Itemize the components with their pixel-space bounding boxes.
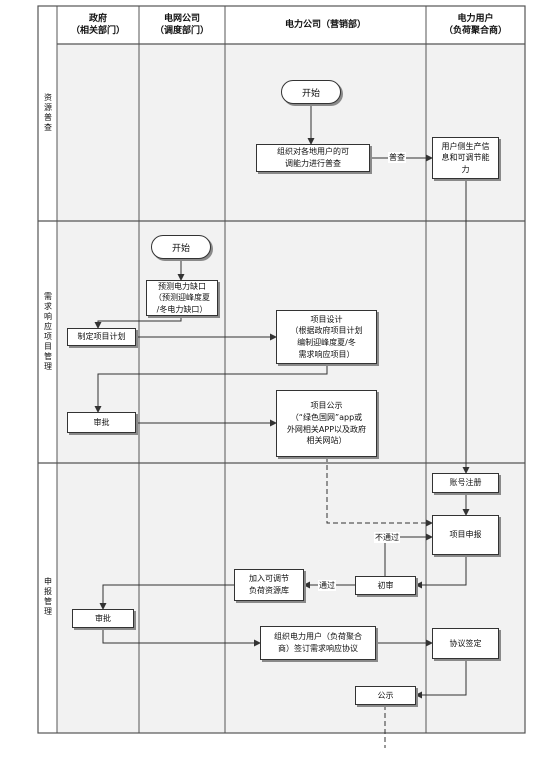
user-info-node: 用户侧生产信 息和可调节能 力 (432, 137, 499, 179)
edge-design-approve1 (94, 364, 328, 413)
design-node: 项目设计 （根据政府项目计划 编制迎峰度夏/冬 需求响应项目） (276, 310, 377, 364)
lane-1-background (57, 44, 525, 221)
approve-node-2: 审批 (72, 609, 134, 628)
column-header-government: 政府 （相关部门） (70, 13, 125, 36)
column-header-power-company: 电力公司（营销部） (284, 19, 366, 30)
column-header-grid-company: 电网公司 （调度部门） (154, 13, 209, 36)
swimlane-grid (37, 5, 526, 734)
edge-agreement-announce (415, 659, 467, 699)
predict-node: 预测电力缺口 （预测迎峰度夏 /冬电力缺口） (146, 280, 218, 316)
apply-node: 项目申报 (432, 515, 499, 555)
column-header-power-user: 电力用户 （负荷聚合商） (443, 13, 507, 36)
edge-approve2-sign (102, 628, 261, 647)
review-node: 初审 (355, 576, 416, 595)
announce-node: 公示 (355, 686, 416, 705)
edge-label-survey: 普查 (388, 152, 406, 163)
edge-addlib-approve2 (99, 584, 234, 610)
lane-label-resource-survey: 资源普查 (44, 93, 52, 132)
account-register-node: 账号注册 (432, 473, 499, 493)
flow-edges (94, 104, 470, 748)
edge-label-fail: 不通过 (374, 532, 400, 543)
plan-node: 制定项目计划 (67, 328, 136, 346)
lane-label-demand-response-project: 需求响应项目管理 (44, 292, 52, 371)
start-node-2: 开始 (151, 235, 211, 259)
agreement-signed-node: 协议签定 (432, 628, 499, 659)
sign-protocol-node: 组织电力用户（负荷聚合 商）签订需求响应协议 (260, 626, 376, 660)
add-resource-library-node: 加入可调节 负荷资源库 (234, 569, 304, 601)
lane-label-application: 申报管理 (44, 577, 52, 616)
edge-apply-review (415, 555, 467, 589)
edge-publicity-apply (326, 457, 433, 527)
edge-label-pass: 通过 (318, 580, 336, 591)
approve-node-1: 审批 (67, 412, 136, 433)
edge-predict-plan (94, 316, 182, 329)
start-node-1: 开始 (281, 80, 341, 104)
publicity-node: 项目公示 （“绿色国网”app或 外网相关APP以及政府 相关网站） (276, 390, 377, 457)
survey-node: 组织对各地用户的可 调能力进行普查 (256, 144, 370, 172)
